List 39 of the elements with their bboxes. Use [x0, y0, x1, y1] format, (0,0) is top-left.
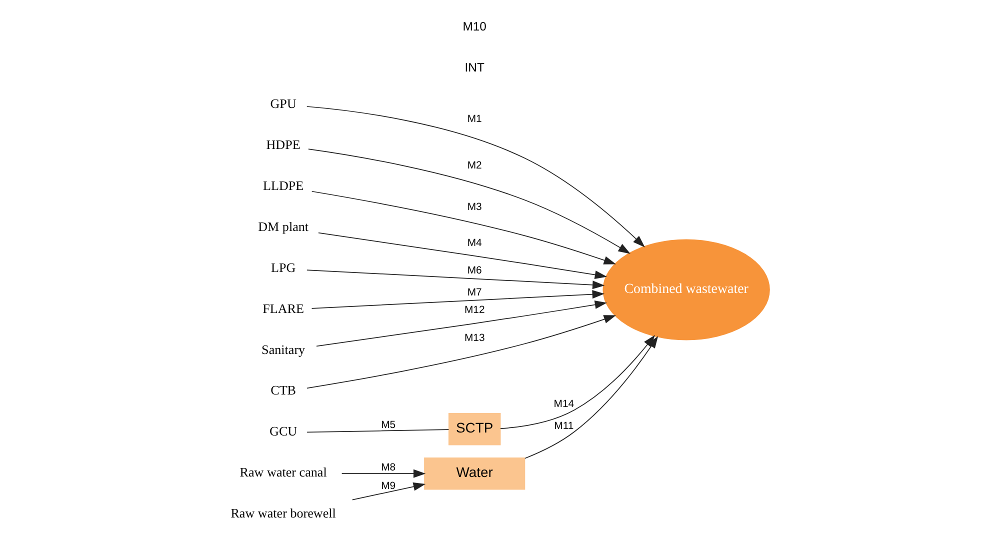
edge-label: M2	[467, 160, 482, 172]
node-text: FLARE	[262, 300, 304, 316]
edge-label: M3	[467, 202, 482, 214]
arrow	[311, 290, 605, 309]
arrow	[311, 190, 616, 264]
label: INT	[464, 60, 484, 75]
node-text: GPU	[270, 96, 296, 112]
node-box: Water	[424, 457, 526, 490]
edge-label: M6	[467, 266, 482, 277]
arrow	[306, 106, 645, 248]
edge-label: M9	[381, 480, 396, 492]
node-text: Sanitary	[262, 342, 306, 357]
edge-label: M1	[467, 114, 482, 126]
edge-label: M12	[464, 304, 485, 316]
arrow	[316, 300, 608, 347]
node-text: DM plant	[258, 218, 309, 234]
node-text: HDPE	[266, 137, 300, 152]
arrow	[306, 315, 616, 389]
connector	[306, 429, 450, 433]
arrow	[352, 482, 426, 500]
edge-label: M7	[467, 287, 482, 298]
node-box: SCTP	[448, 413, 501, 446]
node-text: CTB	[270, 382, 296, 398]
arrow	[308, 148, 630, 254]
arrow	[341, 469, 426, 478]
edge-label: M5	[381, 420, 396, 431]
edge-label: M13	[464, 332, 485, 344]
edge-label: M11	[554, 420, 574, 432]
edge-label: M14	[554, 399, 574, 410]
edge-label: M8	[381, 462, 396, 474]
node-text: Raw water borewell	[230, 506, 336, 521]
edge-label: M4	[467, 238, 482, 249]
arrow	[318, 232, 608, 280]
arrow	[306, 270, 605, 290]
label: M10	[462, 20, 486, 34]
node-text: GCU	[270, 424, 298, 439]
node-text: LLDPE	[263, 178, 304, 193]
node-text: LPG	[270, 260, 296, 275]
node-text: Raw water canal	[240, 464, 327, 480]
